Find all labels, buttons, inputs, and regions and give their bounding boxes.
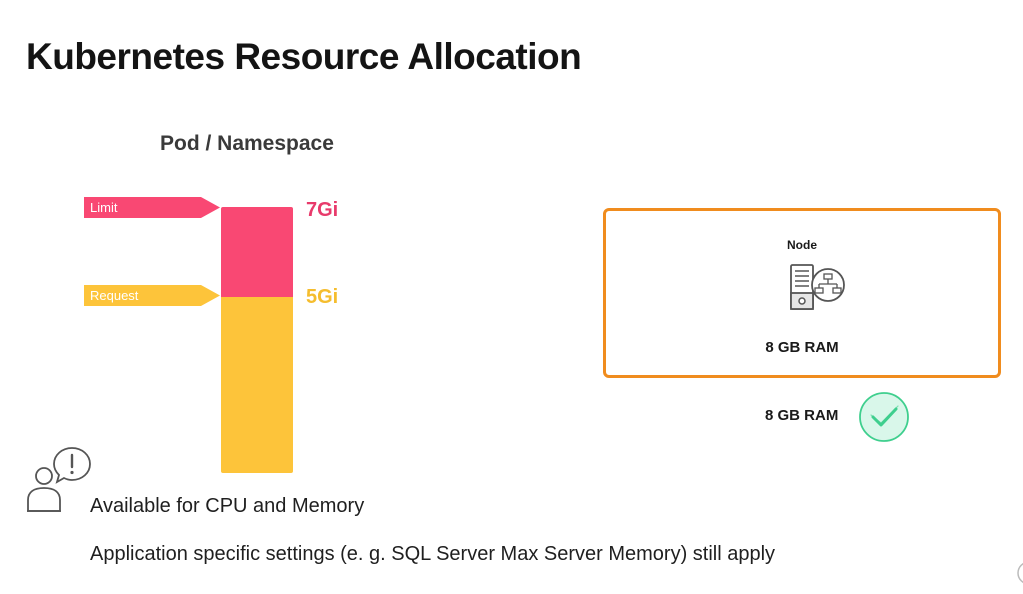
server-network-icon — [790, 264, 845, 310]
request-bar-segment — [221, 297, 293, 473]
limit-tag: Limit — [84, 197, 220, 218]
pod-namespace-heading: Pod / Namespace — [160, 132, 334, 155]
note-cpu-memory: Available for CPU and Memory — [90, 495, 365, 517]
node-label: Node — [787, 238, 817, 252]
check-circle-icon — [859, 392, 909, 442]
request-value: 5Gi — [306, 286, 339, 308]
request-tag: Request — [84, 285, 220, 306]
limit-value: 7Gi — [306, 199, 339, 221]
slide-title: Kubernetes Resource Allocation — [26, 36, 582, 77]
node-ram: 8 GB RAM — [765, 339, 839, 356]
node-box: Node 8 GB RAM — [603, 208, 1001, 378]
corner-widget-icon — [1017, 562, 1023, 584]
note-application-settings: Application specific settings (e. g. SQL… — [90, 543, 776, 565]
allocated-ram: 8 GB RAM — [765, 407, 839, 424]
limit-bar-segment — [221, 207, 293, 297]
person-alert-icon — [27, 447, 91, 512]
